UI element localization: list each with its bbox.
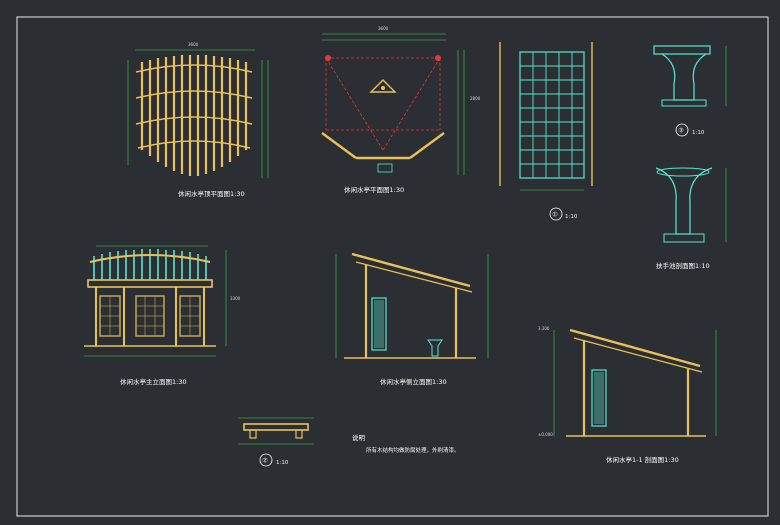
side-elevation-view: 休闲水亭侧立面图1:30: [335, 252, 489, 386]
detail-2-marker: [259, 453, 273, 467]
plan-width-dim: 3600: [378, 26, 389, 31]
floor-plan-view: 3600 2800 休闲水亭平面图1:30: [321, 26, 481, 194]
handrail-base: [663, 233, 705, 243]
detail-2-bench: ② 1:10: [238, 417, 314, 467]
section-posts: [582, 340, 690, 436]
front-beam: [87, 279, 213, 288]
front-posts: [95, 287, 205, 346]
plan-height-dim: 2800: [470, 96, 481, 101]
section-1-1-view: 3.300 ±0.000 休闲水亭1-1 剖面图1:30: [538, 326, 717, 464]
lattice-grid: [520, 52, 584, 178]
title-section-1-1: 休闲水亭1-1 剖面图1:30: [606, 455, 679, 464]
elev-total-dim: 3300: [230, 296, 241, 301]
title-front-elevation: 休闲水亭主立面图1:30: [120, 377, 187, 386]
drawing-border: [16, 16, 769, 517]
side-posts: [364, 264, 458, 358]
bench-seat: [243, 423, 309, 431]
plan-post-ne: [435, 55, 441, 61]
section-level-base: ±0.000: [538, 432, 553, 437]
plan-hidden-lines: [325, 57, 441, 151]
section-roof-slope: [569, 328, 701, 368]
notes-heading: 说明: [352, 433, 366, 442]
side-roof-slope: [351, 252, 471, 288]
detail-1-scale: 1:10: [565, 214, 578, 220]
section-lattice-panel: [591, 369, 607, 427]
detail-1-lattice-panel: ① 1:10: [499, 42, 593, 221]
notes-block: 说明 所有木结构均做防腐处理，外刷清漆。: [352, 433, 460, 454]
detail-3-scale: 1:10: [692, 130, 705, 136]
pedestal-top: [653, 45, 711, 55]
title-side-elevation: 休闲水亭侧立面图1:30: [380, 377, 447, 386]
front-lattice-grid: [100, 296, 200, 336]
section-level-top: 3.300: [538, 326, 550, 331]
notes-text: 所有木结构均做防腐处理，外刷清漆。: [366, 446, 460, 454]
detail-1-number: ①: [552, 211, 558, 219]
detail-3-marker: [675, 123, 689, 137]
handrail-section-view: 扶手池剖面图1:10: [655, 167, 727, 270]
detail-1-marker: [549, 207, 563, 221]
plan-centre-post: [369, 79, 397, 93]
plan-centre-marker: [381, 86, 385, 90]
detail-3-number: ③: [678, 127, 684, 135]
detail-2-number: ②: [262, 457, 268, 465]
title-roof-plan: 休闲水亭顶平面图1:30: [178, 189, 245, 198]
detail-2-scale: 1:10: [276, 460, 289, 466]
title-handrail-section: 扶手池剖面图1:10: [656, 261, 710, 270]
handrail-cap: [656, 167, 710, 177]
front-elevation-view: 3300 休闲水亭主立面图1:30: [84, 245, 241, 386]
plan-steps: [377, 163, 393, 173]
pedestal-base: [661, 99, 707, 107]
roof-width-dim: 3600: [188, 42, 199, 47]
plan-bench-outline: [321, 132, 445, 160]
roof-purlins: [135, 64, 253, 149]
side-lattice-panel: [371, 297, 387, 351]
plan-post-nw: [325, 55, 331, 61]
detail-3-pedestal: ③ 1:10: [653, 45, 727, 137]
title-floor-plan: 休闲水亭平面图1:30: [344, 185, 404, 194]
roof-plan-view: 3600 休闲水亭顶平面图1:30: [127, 42, 269, 198]
lattice-frame: [519, 51, 585, 179]
side-seat-pedestal: [427, 339, 443, 357]
